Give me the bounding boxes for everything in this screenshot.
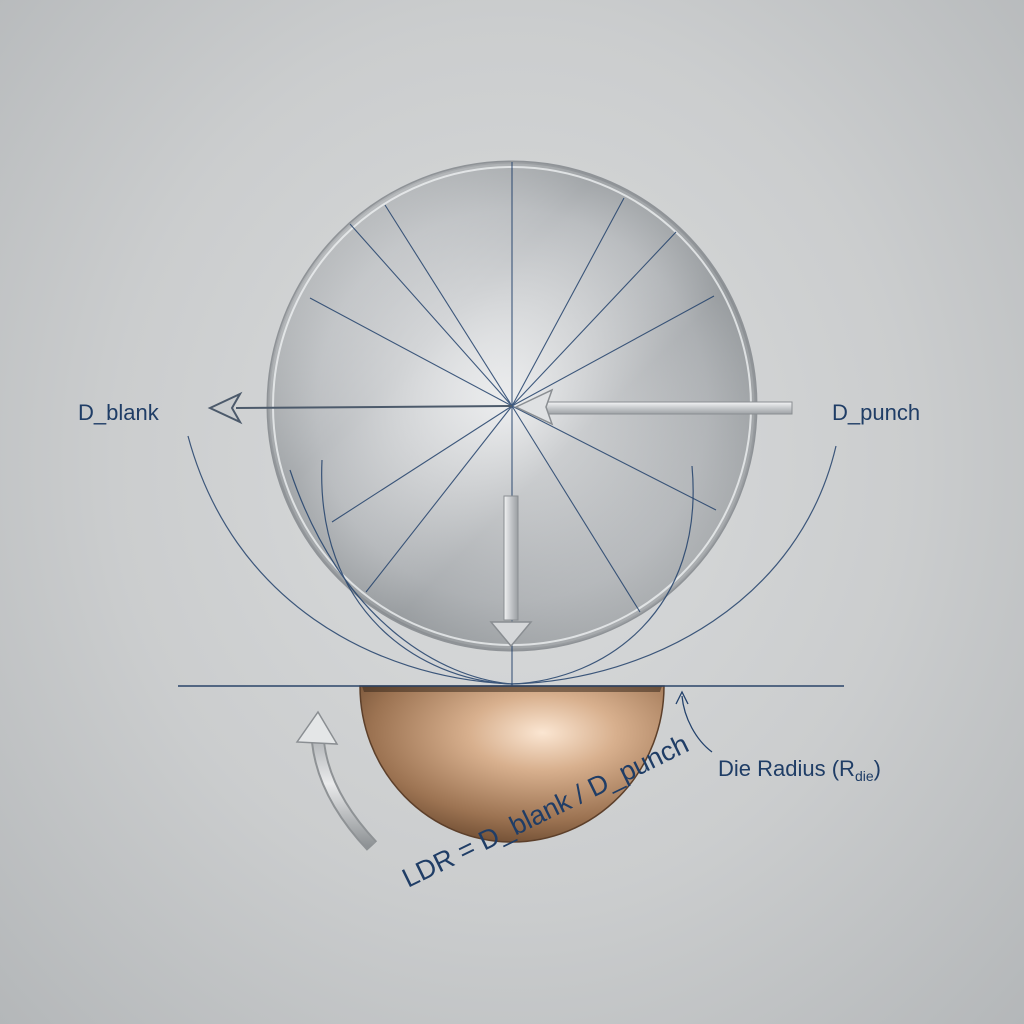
die-radius-pointer	[675, 690, 713, 753]
die-cup	[359, 685, 665, 843]
die-radius-label-main: Die Radius (R	[718, 756, 855, 781]
ldr-curved-arrow	[295, 710, 378, 851]
d-blank-label: D_blank	[78, 400, 160, 425]
die-radius-label-subscript: die	[855, 768, 874, 784]
d-punch-arrow	[514, 388, 793, 426]
d-blank-arrow	[207, 391, 513, 425]
punch-travel-arrow	[489, 495, 533, 648]
draw-curves	[187, 435, 837, 685]
die-radius-label: Die Radius (Rdie)	[718, 756, 881, 784]
die-radius-label-close: )	[874, 756, 881, 781]
d-punch-label: D_punch	[832, 400, 920, 425]
